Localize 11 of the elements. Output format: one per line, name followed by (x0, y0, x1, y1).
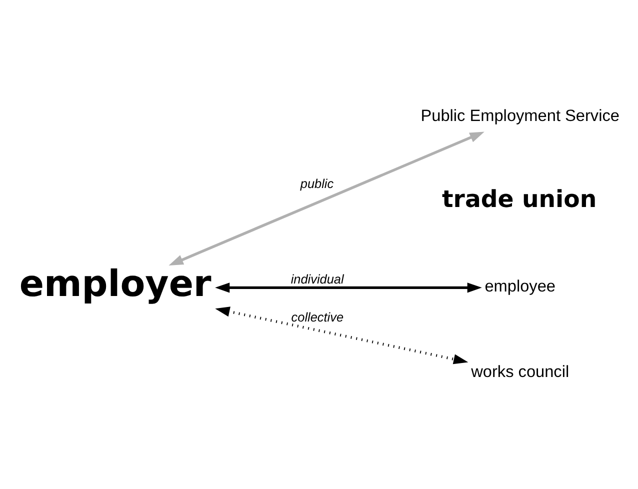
node-text: employer (19, 261, 212, 304)
arrow (215, 306, 468, 364)
node-text: works council (471, 362, 570, 381)
arrow (168, 131, 484, 266)
node-text: Public Employment Service (420, 106, 620, 124)
arrow (215, 282, 482, 292)
node-text: employee (484, 277, 556, 296)
node-text: trade union (442, 184, 597, 213)
edge-label: collective (291, 308, 344, 324)
edge-label: individual (290, 270, 344, 286)
edge-label: public (300, 175, 334, 190)
